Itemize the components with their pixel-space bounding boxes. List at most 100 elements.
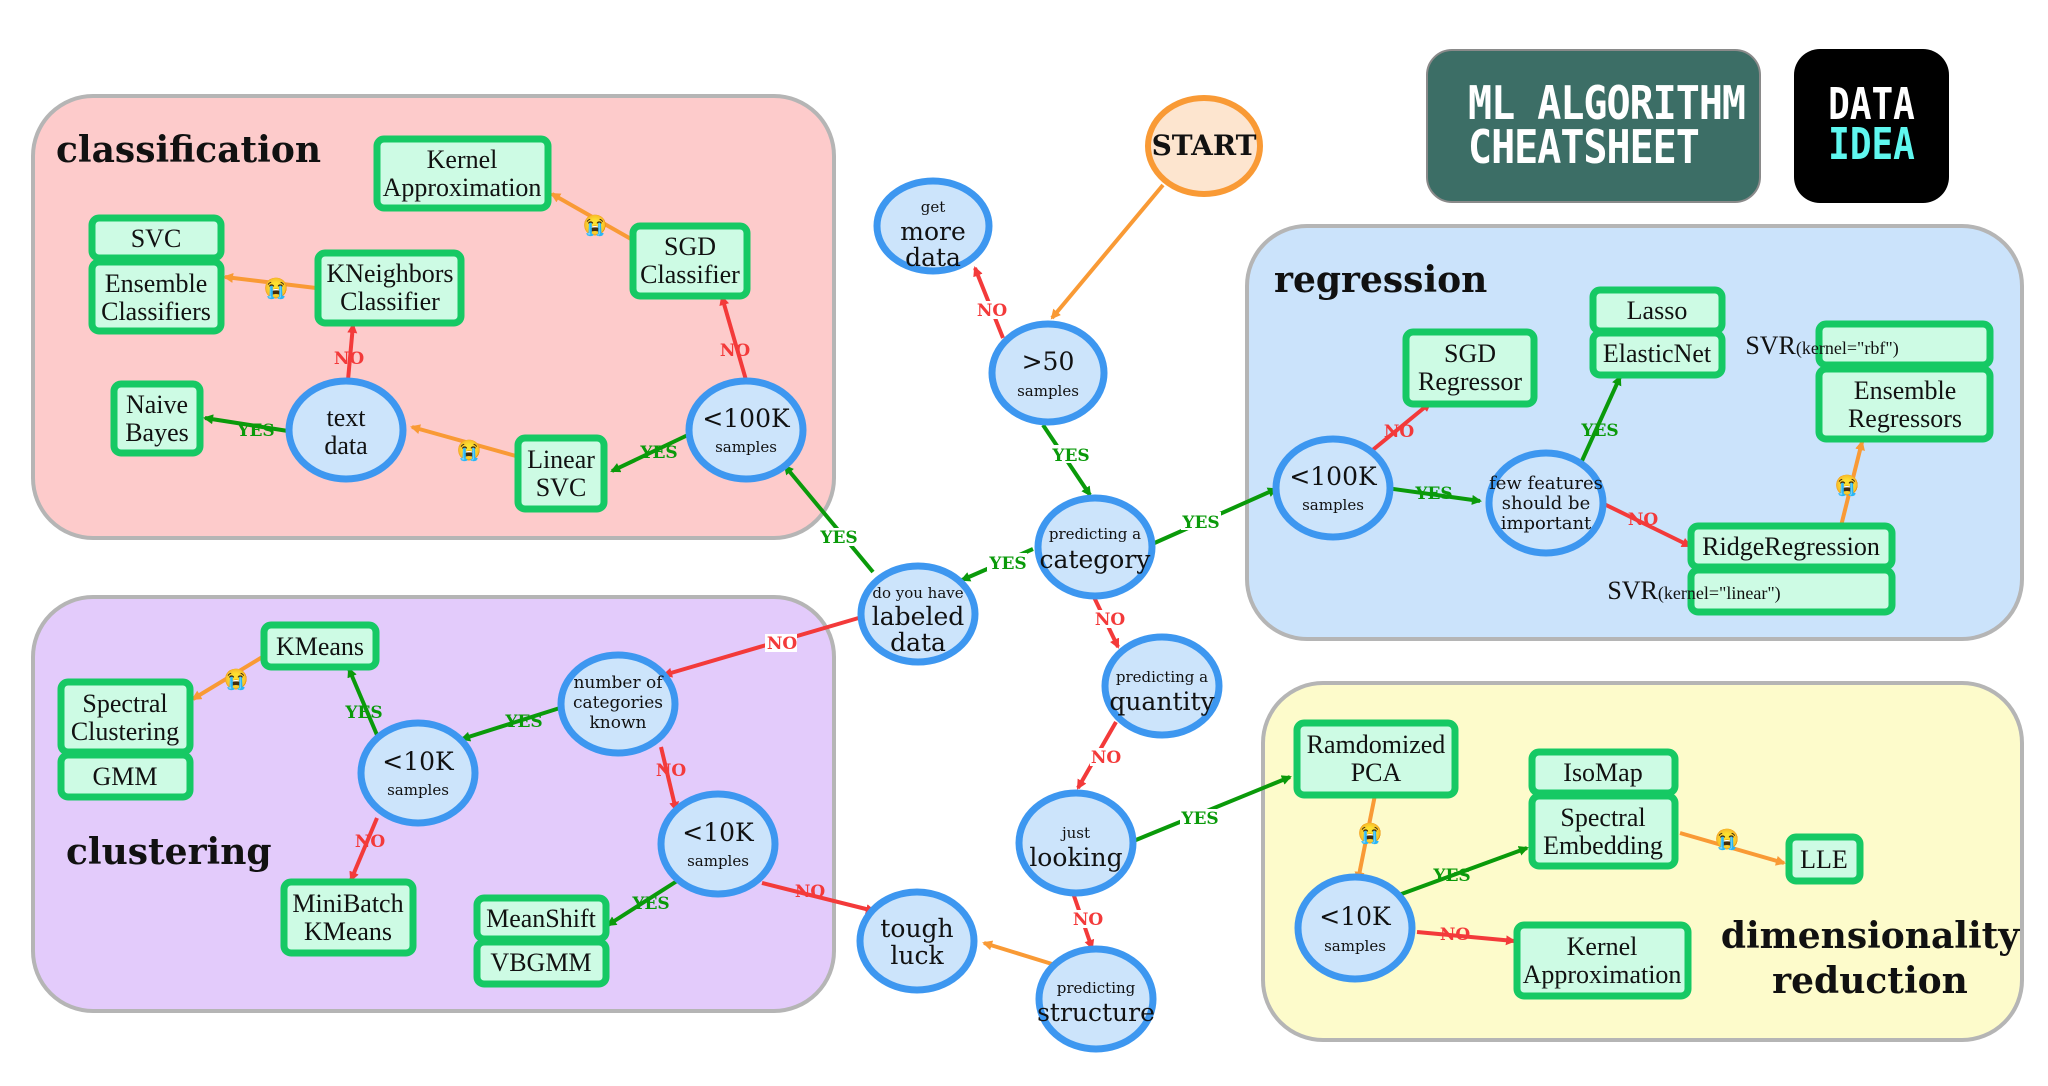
region-title-reduction: reduction [1772,960,1968,1002]
edge-spectral-lle [1679,831,1786,866]
edge-kneighbors-ensemble [223,272,317,290]
label-no: NO [720,341,751,361]
algo-label: Embedding [1543,831,1663,860]
algo-ensemble-classifiers[interactable]: Ensemble Classifiers [88,258,225,335]
algo-kneighbors-classifier[interactable]: KNeighbors Classifier [314,249,465,327]
node-text: more [900,217,966,246]
node-text: <100K [702,404,791,433]
algo-kmeans[interactable]: KMeans [260,621,380,671]
algo-label: Approximation [1523,960,1682,989]
algo-elasticnet[interactable]: ElasticNet [1589,329,1726,379]
algo-sgd-regressor[interactable]: SGD Regressor [1402,328,1538,408]
algo-label: Regressor [1418,367,1522,396]
algo-label: SVR(kernel="rbf") [1745,331,1898,360]
label-no: NO [1073,910,1104,930]
node-text: samples [1017,382,1079,400]
start-label: START [1152,129,1257,162]
algo-label: KMeans [276,632,364,661]
algo-gmm[interactable]: GMM [57,751,194,801]
node-get-more-data[interactable]: get more data [873,177,993,275]
algo-ridge-regression[interactable]: RidgeRegression [1687,522,1896,571]
algo-label: Ensemble [105,269,208,298]
title-line-1: ML ALGORITHM [1468,77,1746,131]
label-yes: YES [1432,866,1470,886]
node-text: get [921,198,946,216]
node-text: samples [715,438,777,456]
edge-few-yes [1579,375,1622,464]
node-text: should be [1502,493,1590,514]
algo-label: Lasso [1627,296,1688,325]
node-text: data [324,431,368,460]
node-predicting-category[interactable]: predicting a category [1034,494,1156,600]
node-just-looking[interactable]: just looking [1015,789,1137,897]
node-dim-10k-samples[interactable]: <10K samples [1294,873,1416,983]
algo-label: PCA [1351,758,1402,787]
fail-emoji: 😭 [1835,473,1860,497]
algo-spectral-embedding[interactable]: Spectral Embedding [1528,792,1679,870]
node-few-features[interactable]: few features should be important [1485,449,1607,557]
node-labeled-data[interactable]: do you have labeled data [857,562,979,666]
edge-cls100k-yes [610,432,691,473]
algo-naive-bayes[interactable]: Naive Bayes [110,380,204,457]
node-tough-luck[interactable]: tough luck [856,888,978,994]
algo-label: MeanShift [486,904,597,933]
label-yes: YES [1180,809,1218,829]
node-text: categories [573,693,663,713]
label-no: NO [1095,610,1126,630]
edge-start-to-gt50 [1050,183,1165,320]
label-yes: YES [504,712,542,732]
edge-clu10ka-yes [347,667,379,736]
node-predicting-quantity[interactable]: predicting a quantity [1101,633,1223,739]
label-yes: YES [1580,421,1618,441]
node-text: >50 [1022,347,1075,376]
node-text: predicting a [1116,668,1208,686]
label-no: NO [355,832,386,852]
node-text: samples [387,781,449,799]
label-yes: YES [639,443,677,463]
node-number-of-categories-known[interactable]: number of categories known [557,651,679,757]
node-gt50-samples[interactable]: >50 samples [988,320,1108,426]
node-text-data[interactable]: text data [285,377,407,483]
node-predicting-structure[interactable]: predicting structure [1035,945,1157,1053]
label-no: NO [334,349,365,369]
algo-svr-linear[interactable]: SVR(kernel="linear") [1607,566,1896,616]
algo-minibatch-kmeans[interactable]: MiniBatch KMeans [280,878,417,957]
node-clu-10k-samples-a[interactable]: <10K samples [357,719,479,827]
node-start[interactable]: START [1145,95,1263,197]
algo-sgd-classifier[interactable]: SGD Classifier [629,222,751,300]
label-yes: YES [236,421,274,441]
algo-label: Naive [126,390,188,419]
algo-linear-svc[interactable]: Linear SVC [514,434,608,513]
edge-textdata-yes [203,414,289,433]
edge-dim10k-yes [1395,846,1529,898]
algo-isomap[interactable]: IsoMap [1528,748,1679,797]
algo-ensemble-regressors[interactable]: Ensemble Regressors [1815,365,1994,443]
algo-meanshift[interactable]: MeanShift [473,894,610,943]
algo-label: Classifier [640,260,740,289]
label-no: NO [1440,925,1471,945]
algo-lasso[interactable]: Lasso [1589,286,1726,335]
algo-randomized-pca[interactable]: Ramdomized PCA [1293,719,1459,799]
algo-spectral-clustering[interactable]: Spectral Clustering [57,678,194,756]
algo-svc[interactable]: SVC [88,214,225,262]
data-idea-logo: DATA IDEA [1794,49,1949,203]
node-cls-100k-samples[interactable]: <100K samples [685,377,807,483]
fail-emoji: 😭 [264,276,289,300]
node-clu-10k-samples-b[interactable]: <10K samples [657,790,779,898]
node-reg-100k-samples[interactable]: <100K samples [1272,435,1394,541]
algo-kernel-approximation-classification[interactable]: Kernel Approximation [373,135,552,212]
node-text: samples [1324,937,1386,955]
algo-label: SVC [131,224,182,253]
algo-kernel-approximation-dim[interactable]: Kernel Approximation [1513,921,1692,1000]
fail-emoji: 😭 [1358,821,1383,845]
algo-lle[interactable]: LLE [1785,833,1864,885]
label-yes: YES [344,703,382,723]
node-text: category [1040,545,1152,574]
node-text: structure [1037,998,1155,1027]
algo-svr-rbf[interactable]: SVR(kernel="rbf") [1745,320,1994,369]
logo-line-data: DATA [1828,80,1915,130]
algo-label: Kernel [1567,932,1638,961]
algo-vbgmm[interactable]: VBGMM [473,938,610,988]
edge-labels: NO YES YES YES NO YES NO NO YES NO NO YE… [224,213,1860,945]
